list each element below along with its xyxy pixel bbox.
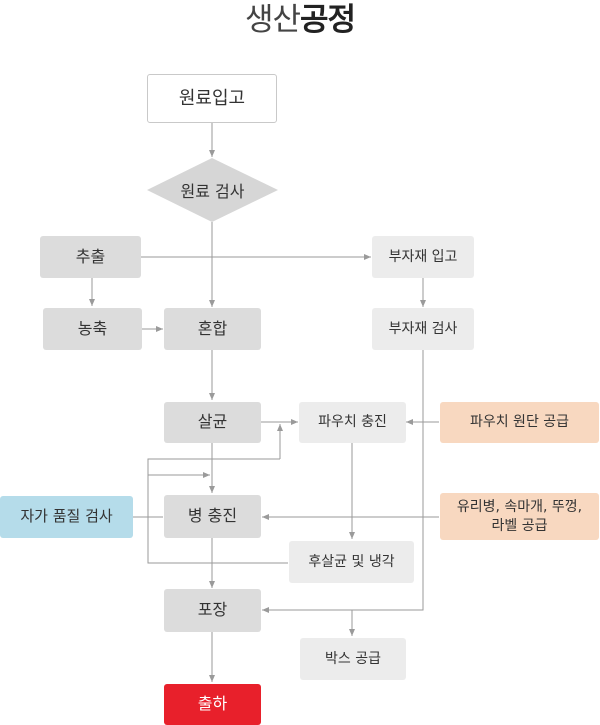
bottle-supply-line2: 라벨 공급	[491, 517, 548, 534]
node-concentration: 농축	[43, 308, 142, 350]
node-bottle-filling: 병 충진	[164, 495, 261, 538]
node-sterilization: 살균	[164, 402, 261, 443]
arrow-sub-inspection-to-packaging	[262, 350, 424, 613]
node-box-supply: 박스 공급	[300, 638, 406, 680]
node-pouch-supply: 파우치 원단 공급	[440, 402, 599, 443]
node-extraction: 추출	[40, 236, 141, 278]
title-light: 생산	[244, 2, 301, 38]
node-sub-inspection: 부자재 검사	[372, 308, 474, 350]
node-sub-receipt: 부자재 입고	[372, 236, 474, 278]
page-title: 생산공정	[0, 0, 600, 44]
node-raw-receipt: 원료입고	[147, 74, 277, 123]
node-packaging: 포장	[164, 589, 261, 632]
node-raw-inspection: 원료 검사	[180, 182, 245, 201]
node-bottle-supply: 유리병, 속마개, 뚜껑, 라벨 공급	[440, 493, 599, 540]
node-pouch-filling: 파우치 충진	[299, 402, 406, 443]
inspection-diamond	[147, 158, 278, 222]
node-shipping: 출하	[164, 684, 261, 725]
title-bold: 공정	[300, 2, 356, 38]
node-self-inspection: 자가 품질 검사	[0, 496, 133, 538]
bottle-supply-line1: 유리병, 속마개, 뚜껑,	[456, 499, 583, 516]
loop-left-bracket	[147, 458, 288, 564]
node-mixing: 혼합	[164, 308, 261, 350]
node-post-sterilization: 후살균 및 냉각	[289, 541, 414, 583]
